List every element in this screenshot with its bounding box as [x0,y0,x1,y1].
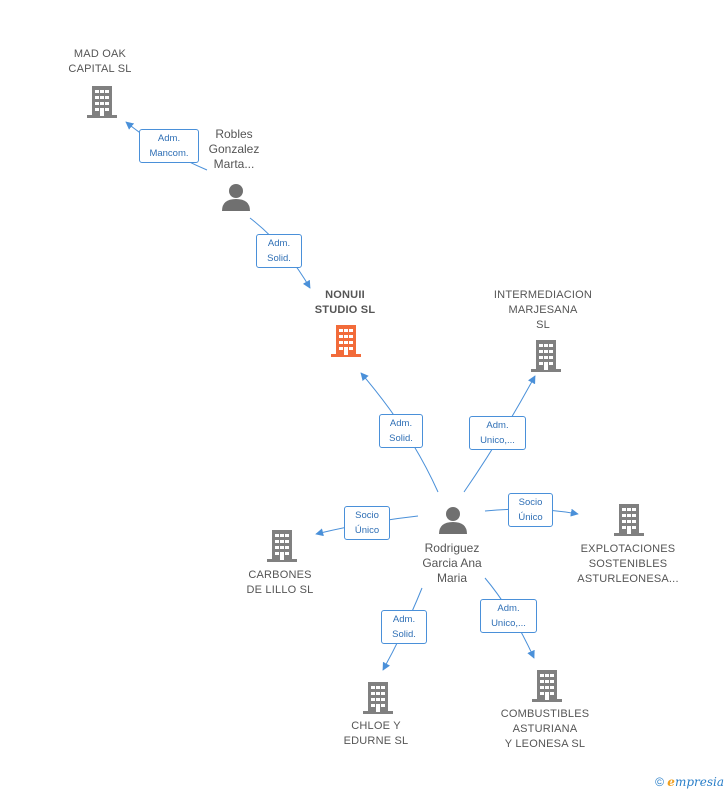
company-label-mad-oak[interactable]: MAD OAK CAPITAL SL [68,48,132,75]
edge-badge-rodriguez-combustibles: Adm. Unico,... [480,599,537,633]
person-icon-robles[interactable] [221,182,251,212]
brand-logo: empresia [667,775,724,789]
building-icon-intermediacion[interactable] [530,338,562,372]
building-icon-chloe[interactable] [362,680,394,714]
edge-badge-rodriguez-intermediacion: Adm. Unico,... [469,416,526,450]
building-icon-explotaciones[interactable] [613,502,645,536]
company-label-nonuii-focus[interactable]: NONUII STUDIO SL [314,289,376,316]
person-label-rodriguez[interactable]: Rodriguez Garcia Ana Maria [422,541,482,585]
person-label-robles[interactable]: Robles Gonzalez Marta... [208,127,260,171]
person-icon-rodriguez[interactable] [438,505,468,535]
edge-badge-robles-madoak: Adm. Mancom. [139,129,199,163]
building-icon-mad-oak[interactable] [86,84,118,118]
company-label-combustibles[interactable]: COMBUSTIBLES ASTURIANA Y LEONESA SL [500,708,590,750]
edge-badge-rodriguez-carbones: Socio Único [344,506,390,540]
building-icon-nonuii-focus[interactable] [330,323,362,357]
edge-badge-rodriguez-nonuii: Adm. Solid. [379,414,423,448]
edge-badge-rodriguez-explotaciones: Socio Único [508,493,553,527]
building-icon-carbones[interactable] [266,528,298,562]
building-icon-combustibles[interactable] [531,668,563,702]
company-label-explotaciones[interactable]: EXPLOTACIONES SOSTENIBLES ASTURLEONESA..… [577,543,679,585]
copyright-icon: © [655,775,664,789]
company-label-intermediacion[interactable]: INTERMEDIACION MARJESANA SL [493,289,593,331]
empresia-watermark: © empresia [655,775,724,789]
company-label-chloe[interactable]: CHLOE Y EDURNE SL [343,720,409,747]
company-label-carbones[interactable]: CARBONES DE LILLO SL [246,569,314,596]
edge-badge-robles-nonuii: Adm. Solid. [256,234,302,268]
edge-badge-rodriguez-chloe: Adm. Solid. [381,610,427,644]
